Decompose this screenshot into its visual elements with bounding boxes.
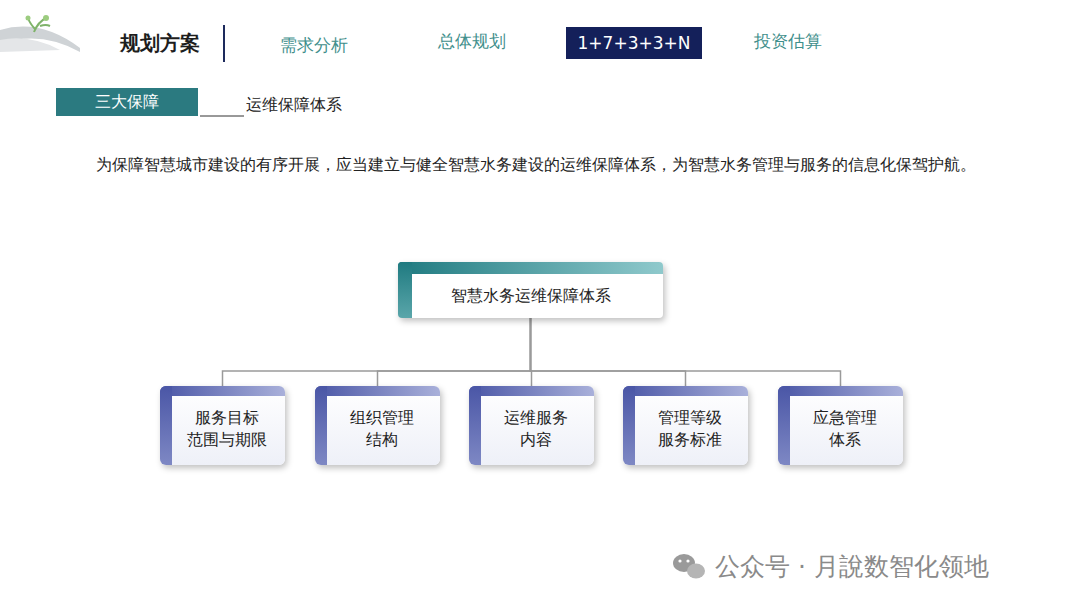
underline <box>200 116 244 117</box>
box-text: 智慧水务运维保障体系 <box>451 286 611 307</box>
plant-icon <box>43 15 49 21</box>
active-tab: 1+7+3+3+N <box>566 27 703 59</box>
page-section: 规划方案 <box>120 30 200 57</box>
root-box: 智慧水务运维保障体系 <box>398 262 663 318</box>
intro-paragraph: 为保障智慧城市建设的有序开展，应当建立与健全智慧水务建设的运维保障体系，为智慧水… <box>64 150 1004 180</box>
box-text: 三大保障 <box>95 92 159 113</box>
watermark: 公众号 · 月說数智化领地 <box>715 550 989 583</box>
plant-icon <box>26 16 31 21</box>
tree-connector <box>531 318 686 386</box>
header-swoosh <box>0 27 80 52</box>
category-box: 管理等级 服务标准 <box>623 386 748 465</box>
header-divider <box>223 25 225 62</box>
box-text: 服务目标 范围与期限 <box>185 407 268 451</box>
nav-item: 总体规划 <box>438 30 506 53</box>
nav-item: 投资估算 <box>754 30 822 53</box>
box-text: 组织管理 结构 <box>340 407 423 451</box>
category-box: 服务目标 范围与期限 <box>160 386 285 465</box>
wechat-icon <box>673 554 705 579</box>
category-box: 应急管理 体系 <box>778 386 903 465</box>
box-text: 管理等级 服务标准 <box>648 407 731 451</box>
nav-item: 需求分析 <box>280 34 348 57</box>
category-box: 运维服务 内容 <box>469 386 594 465</box>
header-swoosh <box>0 38 60 52</box>
box-text: 应急管理 体系 <box>803 407 886 451</box>
tree-connector <box>378 318 531 386</box>
category-box: 组织管理 结构 <box>315 386 440 465</box>
box-text: 1+7+3+3+N <box>578 33 691 53</box>
section-heading: 运维保障体系 <box>246 95 342 116</box>
tree-connector <box>223 318 531 386</box>
tree-connector <box>531 318 841 386</box>
box-text: 运维服务 内容 <box>494 407 577 451</box>
section-band: 三大保障 <box>56 88 198 116</box>
